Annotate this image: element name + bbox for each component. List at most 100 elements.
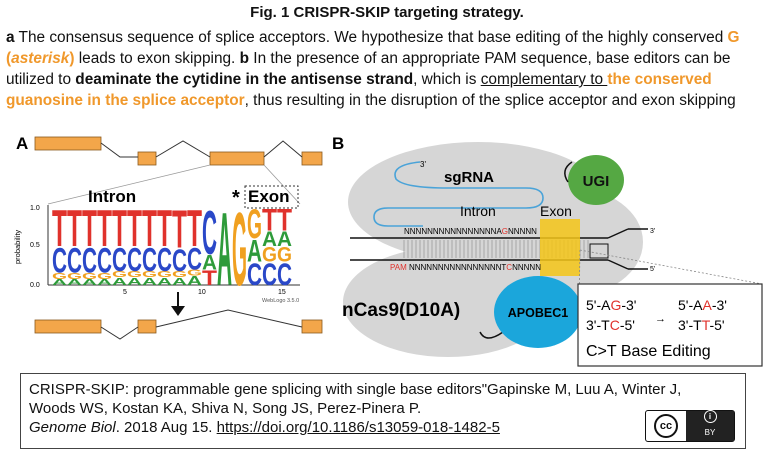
logo-letter: A [277, 229, 292, 251]
logo-letter: C [187, 241, 202, 277]
caption-a-highlight-close: ) [69, 50, 75, 67]
exon-box [137, 319, 157, 334]
logo-letter: C [97, 242, 112, 281]
exon-label: Exon [248, 187, 290, 206]
caption-a-highlight-asterisk: asterisk [11, 50, 70, 67]
x-tick-5: 5 [123, 289, 127, 296]
top-strand-sequence: NNNNNNNNNNNNNNNNAGNNNNN [404, 227, 537, 236]
panel-a-label: A [16, 134, 28, 153]
logo-letter: C [262, 256, 277, 292]
sequence-logo: AGCTAGCTAGCTAGCTAGCTAGCTAGCTAGCTAGCTAGCT… [52, 191, 292, 308]
ncas9-label: nCas9(D10A) [342, 300, 460, 321]
logo-letter: C [67, 242, 82, 281]
edit-box [577, 283, 763, 367]
sgrna-three-prime: 3' [420, 160, 426, 169]
by-label: BY [704, 428, 716, 437]
intron-line [155, 140, 211, 158]
logo-letter: T [97, 200, 112, 258]
logo-letter: C [52, 242, 67, 281]
intron-label: Intron [88, 187, 136, 206]
caption-b-underline: complementary to [480, 71, 608, 88]
logo-letter: C [172, 242, 187, 278]
logo-letter: G [232, 191, 247, 308]
edit-arrow-icon: → [655, 313, 666, 325]
dna-exon-label: Exon [540, 203, 572, 219]
logo-letter: C [157, 241, 172, 279]
logo-letter: T [67, 200, 82, 258]
ugi-domain [568, 155, 624, 205]
exon-box [301, 319, 323, 334]
logo-letter: C [247, 256, 262, 292]
ugi-linker [564, 161, 573, 183]
logo-letter: A [247, 233, 262, 269]
logo-letter: G [97, 272, 112, 281]
edit-before-top: 5'-AG-3' [586, 297, 636, 313]
logo-letter: G [112, 270, 127, 279]
caption-a-text-1: The consensus sequence of splice accepto… [14, 29, 728, 46]
y-axis-label: probability [13, 230, 22, 264]
logo-letter: A [112, 277, 128, 288]
logo-letter: T [82, 200, 97, 258]
caption-b-bold: deaminate the cytidine in the antisense … [75, 71, 414, 88]
citation-line-3: Genome Biol. 2018 Aug 15. https://doi.or… [29, 418, 737, 437]
apobec-linker [479, 331, 504, 339]
exon-box [137, 151, 157, 166]
logo-letter: C [82, 242, 97, 281]
logo-letter: G [52, 272, 67, 281]
exon-box [34, 136, 102, 151]
logo-letter: G [187, 269, 202, 278]
citation-doi-link[interactable]: https://doi.org/10.1186/s13059-018-1482-… [216, 419, 500, 436]
exon-box [209, 151, 265, 166]
panel-b-label: B [332, 134, 344, 153]
logo-letter: A [52, 278, 67, 287]
apobec-domain [494, 276, 582, 348]
logo-letter: G [247, 200, 262, 247]
logo-letter: A [97, 278, 112, 287]
y-tick-0: 0.0 [30, 282, 40, 289]
logo-letter: T [52, 200, 67, 258]
caption-a-label: a [6, 29, 15, 46]
callout-line [579, 249, 763, 285]
figure-title: Fig. 1 CRISPR-SKIP targeting strategy. [250, 4, 524, 21]
logo-letter: T [112, 200, 127, 258]
bottom-strand-sequence: PAM NNNNNNNNNNNNNNNNTCNNNNN [390, 263, 541, 272]
logo-letter: A [67, 278, 82, 287]
logo-letter: G [82, 272, 97, 281]
citation-box: CRISPR-SKIP: programmable gene splicing … [20, 373, 746, 449]
dna-fork-bottom [607, 259, 629, 270]
citation-line-2: Woods WS, Kostan KA, Shiva N, Song JS, P… [29, 400, 422, 417]
logo-letter: G [67, 272, 82, 281]
caption-b-text-3: , thus resulting in the disruption of th… [244, 92, 736, 109]
citation-date: . 2018 Aug 15. [115, 419, 217, 436]
dna-five-prime: 5' [650, 266, 655, 273]
logo-letter: T [187, 200, 202, 258]
zoom-line [263, 164, 301, 205]
caption-b-label: b [239, 50, 250, 67]
logo-letter: A [187, 274, 202, 288]
panel-b-figure: B UGI 3' sgRNA 3' 5' Intron Exon NNNNNNN… [332, 134, 763, 367]
logo-letter: C [112, 241, 127, 279]
logo-letter: C [202, 197, 217, 267]
exon-box [301, 151, 323, 166]
down-arrow-icon [171, 306, 185, 316]
logo-letter: A [157, 277, 173, 288]
intron-line [155, 309, 303, 328]
caption-b-text-1: In the presence of an appropriate PAM se… [6, 50, 731, 88]
logo-letter: G [157, 270, 172, 279]
cc-by-badge[interactable]: cc i BY [645, 410, 735, 442]
citation-journal: Genome Biol [29, 419, 116, 436]
y-tick-05: 0.5 [30, 242, 40, 249]
weblogo-credit: WebLogo 3.5.0 [262, 298, 299, 304]
citation-line-1: CRISPR-SKIP: programmable gene splicing … [29, 381, 682, 398]
logo-letter: T [142, 200, 157, 258]
logo-letter: A [202, 252, 217, 274]
exon-box [34, 319, 102, 334]
zoom-line [47, 164, 211, 205]
logo-letter: G [142, 270, 157, 279]
logo-letter: C [142, 241, 157, 279]
sgrna-label: sgRNA [444, 169, 494, 186]
asterisk-label: * [232, 187, 240, 209]
panel-a-figure: A Intron * Exon probability 1.0 0.5 0.0 … [13, 134, 323, 340]
logo-letter: C [277, 256, 292, 292]
base-editing-label: C>T Base Editing [586, 343, 711, 360]
